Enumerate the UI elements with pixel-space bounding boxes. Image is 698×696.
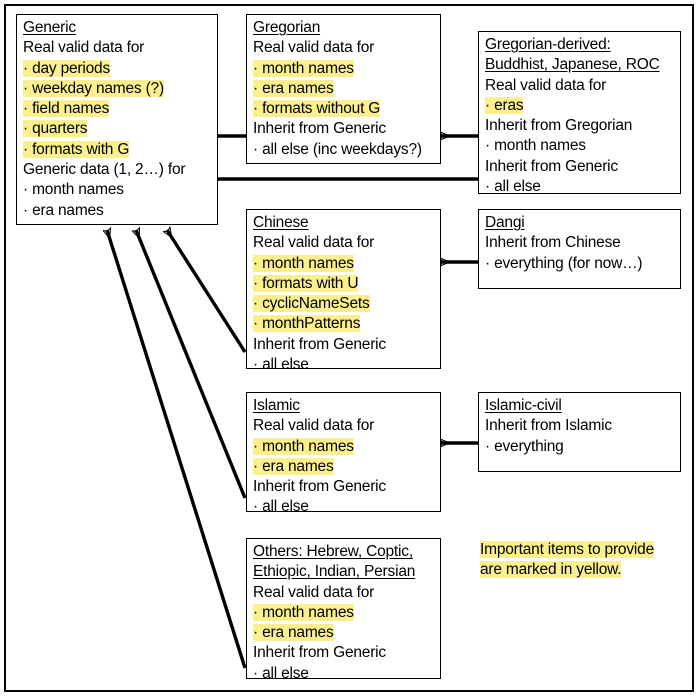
node-others-title-2: Ethiopic, Indian, Persian — [253, 563, 416, 581]
node-gregorian-item: formats without G — [253, 99, 435, 119]
node-islamic-item: month names — [253, 437, 435, 457]
node-others-item: month names — [253, 603, 435, 623]
node-islamic-title: Islamic — [253, 397, 300, 414]
node-gregorian-derived-line: Real valid data for — [485, 76, 607, 94]
node-dangi-line: Inherit from Chinese — [485, 234, 621, 252]
node-gregorian-derived-item: month names — [485, 136, 675, 156]
node-gregorian-item: month names — [253, 59, 435, 79]
node-gregorian-derived-item: eras — [485, 96, 675, 116]
node-others-line: Inherit from Generic — [253, 644, 386, 662]
node-others-item: all else — [253, 664, 435, 684]
node-gregorian-item: era names — [253, 79, 435, 99]
node-generic-line: Generic data (1, 2…) for — [23, 161, 186, 179]
node-gregorian[interactable]: Gregorian Real valid data for month name… — [246, 14, 441, 164]
node-others-line: Real valid data for — [253, 583, 375, 601]
node-gregorian-derived[interactable]: Gregorian-derived: Buddhist, Japanese, R… — [478, 31, 681, 197]
node-chinese-item: formats with U — [253, 274, 435, 294]
node-gregorian-derived-line: Inherit from Gregorian — [485, 117, 633, 135]
node-chinese-item: monthPatterns — [253, 314, 435, 334]
node-islamic-item: era names — [253, 457, 435, 477]
node-generic-item: weekday names (?) — [23, 79, 212, 99]
node-chinese-line: Inherit from Generic — [253, 335, 386, 353]
node-islamic[interactable]: Islamic Real valid data for month names … — [246, 392, 441, 515]
node-chinese-item: cyclicNameSets — [253, 294, 435, 314]
node-dangi[interactable]: Dangi Inherit from Chinese everything (f… — [478, 209, 681, 289]
node-islamic-civil-line: Inherit from Islamic — [485, 417, 612, 435]
node-generic-item: quarters — [23, 119, 212, 139]
node-generic[interactable]: Generic Real valid data for day periods … — [16, 14, 218, 225]
node-gregorian-derived-title: Gregorian-derived: — [485, 36, 611, 53]
node-gregorian-line: Inherit from Generic — [253, 120, 386, 138]
node-generic-line: Real valid data for — [23, 39, 145, 57]
node-chinese-line: Real valid data for — [253, 234, 375, 252]
node-gregorian-title: Gregorian — [253, 19, 321, 36]
edge-others-to-generic — [107, 230, 247, 669]
edge-chinese-to-generic — [167, 230, 247, 353]
node-gregorian-line: Real valid data for — [253, 39, 375, 57]
node-generic-item: month names — [23, 180, 212, 200]
node-islamic-civil-item: everything — [485, 437, 675, 457]
node-gregorian-derived-item: all else — [485, 177, 675, 197]
node-gregorian-item: all else (inc weekdays?) — [253, 140, 435, 160]
node-others-title: Others: Hebrew, Coptic, — [253, 543, 413, 560]
edge-islamic-to-generic — [136, 230, 247, 499]
legend-note-line: are marked in yellow. — [480, 561, 622, 579]
node-gregorian-derived-line: Inherit from Generic — [485, 157, 618, 175]
node-islamic-item: all else — [253, 497, 435, 517]
node-islamic-line: Real valid data for — [253, 417, 375, 435]
node-islamic-civil-title: Islamic-civil — [485, 397, 562, 414]
node-islamic-civil[interactable]: Islamic-civil Inherit from Islamic every… — [478, 392, 681, 472]
node-dangi-title: Dangi — [485, 214, 525, 231]
legend-note-line: Important items to provide — [480, 541, 654, 558]
node-generic-item: era names — [23, 201, 212, 221]
node-chinese-item: month names — [253, 254, 435, 274]
node-others-item: era names — [253, 623, 435, 643]
node-chinese-item: all else — [253, 355, 435, 375]
node-dangi-item: everything (for now…) — [485, 254, 675, 274]
node-generic-item: formats with G — [23, 140, 212, 160]
outer-border — [4, 4, 694, 692]
node-others[interactable]: Others: Hebrew, Coptic, Ethiopic, Indian… — [246, 538, 441, 682]
node-islamic-line: Inherit from Generic — [253, 478, 386, 496]
node-chinese-title: Chinese — [253, 214, 309, 231]
node-generic-item: field names — [23, 99, 212, 119]
node-gregorian-derived-title-2: Buddhist, Japanese, ROC — [485, 56, 660, 74]
legend-note: Important items to provide are marked in… — [480, 540, 685, 581]
node-generic-item: day periods — [23, 59, 212, 79]
node-chinese[interactable]: Chinese Real valid data for month names … — [246, 209, 441, 373]
node-generic-title: Generic — [23, 19, 76, 36]
